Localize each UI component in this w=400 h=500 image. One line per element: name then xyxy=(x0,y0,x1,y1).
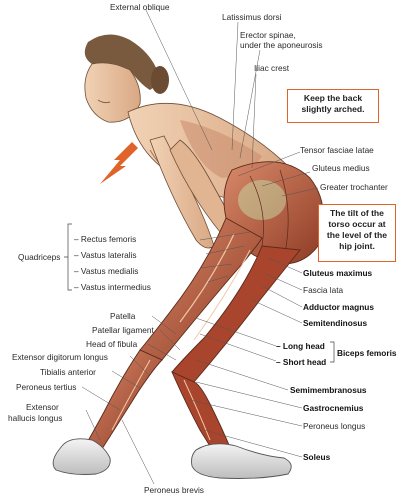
label-quadriceps: Quadriceps xyxy=(18,252,61,262)
label-erector-spinae-line1: Erector spinae, xyxy=(240,30,296,40)
label-external-oblique: External oblique xyxy=(110,2,170,12)
label-peroneus-tertius: Peroneus tertius xyxy=(16,382,77,392)
label-fascia-lata: Fascia lata xyxy=(303,285,344,295)
head xyxy=(84,34,169,123)
shoes xyxy=(52,438,292,479)
label-rectus-femoris: – Rectus femoris xyxy=(74,234,137,244)
label-short-head: – Short head xyxy=(276,357,327,367)
label-semimembranosus: Semimembranosus xyxy=(290,385,367,395)
lower-legs xyxy=(83,349,233,457)
label-head-of-fibula: Head of fibula xyxy=(86,339,138,349)
label-long-head: – Long head xyxy=(276,341,325,351)
label-tensor-fasciae-latae: Tensor fasciae latae xyxy=(300,145,374,155)
biceps-femoris-bracket xyxy=(330,341,335,363)
label-patellar-ligament: Patellar ligament xyxy=(92,325,154,335)
label-vastus-lateralis: – Vastus lateralis xyxy=(74,250,137,260)
callout-keep-back-arched: Keep the back slightly arched. xyxy=(287,89,379,123)
label-gluteus-medius: Gluteus medius xyxy=(312,163,370,173)
label-extensor-hallucis-line2: hallucis longus xyxy=(8,413,63,423)
quadriceps-bracket xyxy=(64,223,72,291)
label-peroneus-longus: Peroneus longus xyxy=(303,421,366,431)
label-soleus: Soleus xyxy=(303,452,331,462)
label-tibialis-anterior: Tibialis anterior xyxy=(40,367,96,377)
callout-torso-tilt: The tilt of the torso occur at the level… xyxy=(318,204,396,262)
label-semitendinosus: Semitendinosus xyxy=(303,318,368,328)
label-iliac-crest: Iliac crest xyxy=(254,63,290,73)
label-extensor-digitorum-longus: Extensor digitorum longus xyxy=(12,352,108,362)
label-vastus-intermedius: – Vastus intermedius xyxy=(74,282,151,292)
label-gluteus-maximus: Gluteus maximus xyxy=(303,268,373,278)
label-latissimus-dorsi: Latissimus dorsi xyxy=(222,12,282,22)
label-peroneus-brevis: Peroneus brevis xyxy=(144,485,204,495)
label-biceps-femoris: Biceps femoris xyxy=(337,348,397,358)
label-patella: Patella xyxy=(110,311,136,321)
label-extensor-hallucis-line1: Extensor xyxy=(26,402,59,412)
label-vastus-medialis: – Vastus medialis xyxy=(74,266,139,276)
label-erector-spinae-line2: under the aponeurosis xyxy=(240,40,323,50)
leader-lines xyxy=(81,9,319,485)
label-greater-trochanter: Greater trochanter xyxy=(320,182,388,192)
label-gastrocnemius: Gastrocnemius xyxy=(303,403,364,413)
motion-arrow xyxy=(100,142,138,184)
label-adductor-magnus: Adductor magnus xyxy=(303,302,374,312)
